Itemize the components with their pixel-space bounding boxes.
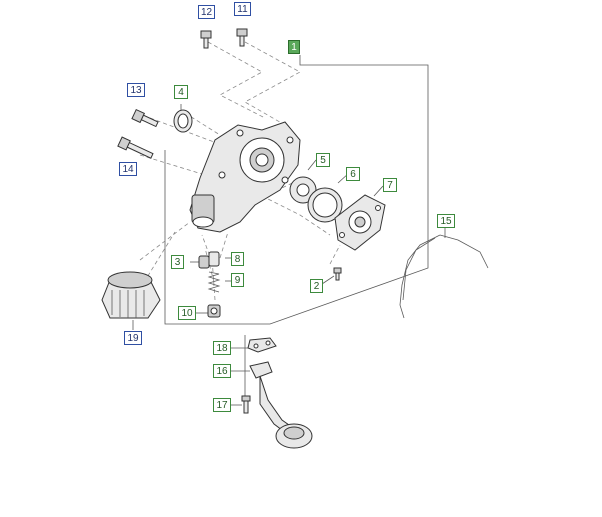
callout-2[interactable]: 2 bbox=[310, 279, 323, 293]
outer-rotor-drawing bbox=[307, 187, 343, 223]
relief-valve-drawing bbox=[208, 251, 220, 267]
callout-14[interactable]: 14 bbox=[119, 162, 137, 176]
callout-18[interactable]: 18 bbox=[213, 341, 231, 355]
front-cover-gasket-drawing bbox=[399, 234, 489, 319]
callout-9[interactable]: 9 bbox=[231, 273, 244, 287]
callout-16[interactable]: 16 bbox=[213, 364, 231, 378]
callout-11[interactable]: 11 bbox=[234, 2, 251, 16]
strainer-gasket-drawing bbox=[247, 337, 277, 353]
callout-7[interactable]: 7 bbox=[383, 178, 397, 192]
callout-1[interactable]: 1 bbox=[288, 40, 300, 54]
bolt-11-drawing bbox=[236, 28, 248, 47]
plug-washer-drawing bbox=[207, 304, 221, 318]
callout-12[interactable]: 12 bbox=[198, 5, 215, 19]
oil-strainer-drawing bbox=[249, 361, 313, 449]
oil-seal-drawing bbox=[173, 109, 193, 133]
oil-filter-drawing bbox=[101, 271, 161, 319]
oil-pump-body-drawing bbox=[189, 121, 301, 233]
relief-spring-drawing bbox=[207, 271, 221, 293]
pump-cover-drawing bbox=[334, 194, 386, 251]
callout-6[interactable]: 6 bbox=[346, 167, 360, 181]
callout-13[interactable]: 13 bbox=[127, 83, 145, 97]
bolt-12-drawing bbox=[200, 30, 212, 49]
callout-5[interactable]: 5 bbox=[316, 153, 330, 167]
strainer-bolt-drawing bbox=[241, 395, 251, 414]
screw-drawing bbox=[333, 267, 342, 281]
callout-15[interactable]: 15 bbox=[437, 214, 455, 228]
callout-3[interactable]: 3 bbox=[171, 255, 184, 269]
callout-10[interactable]: 10 bbox=[178, 306, 196, 320]
callout-4[interactable]: 4 bbox=[174, 85, 188, 99]
assembly-boundary bbox=[164, 55, 429, 325]
relief-plug-drawing bbox=[198, 255, 210, 269]
bolt-14-drawing bbox=[117, 136, 154, 159]
callout-8[interactable]: 8 bbox=[231, 252, 244, 266]
bolt-13-drawing bbox=[131, 108, 159, 128]
callout-19[interactable]: 19 bbox=[124, 331, 142, 345]
callout-17[interactable]: 17 bbox=[213, 398, 231, 412]
